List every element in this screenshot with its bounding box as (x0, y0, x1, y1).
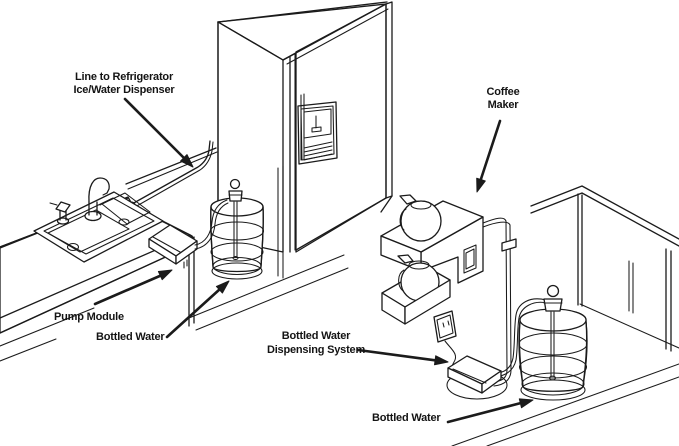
label-line-to-refrigerator: Line to Refrigerator Ice/Water Dispenser (49, 71, 199, 97)
label-line-to-refrigerator-line2: Ice/Water Dispenser (73, 84, 175, 96)
bottle-cap-left-icon (228, 178, 243, 202)
bottled-water-left-icon (209, 197, 265, 280)
refrigerator-icon (217, 1, 393, 253)
label-pump-module: Pump Module (54, 311, 124, 323)
table-icon (530, 185, 679, 352)
faucet-icon (84, 177, 112, 222)
coffee-supply-tube-icon (482, 217, 517, 387)
water-line-icon (125, 140, 218, 209)
label-coffee-maker-line1: Coffee (486, 86, 520, 98)
leader-arrows (93, 97, 534, 424)
dispensing-system-icon (446, 355, 508, 400)
pump-module-icon (148, 224, 198, 269)
label-line-to-refrigerator-line1: Line to Refrigerator (74, 71, 174, 83)
label-dispensing-system-line2: Dispensing System (266, 344, 366, 356)
sink-sprayer-icon (49, 201, 71, 225)
coffee-maker-icon (380, 194, 484, 325)
label-dispensing-system-line1: Bottled Water (281, 330, 351, 342)
label-bottled-water-right: Bottled Water (372, 412, 441, 424)
label-coffee-maker-line2: Maker (487, 99, 519, 111)
label-bottled-water-left: Bottled Water (96, 331, 165, 343)
label-dispensing-system: Bottled Water Dispensing System (256, 329, 376, 357)
bottled-water-right-icon (518, 308, 588, 401)
power-outlet-icon (433, 310, 457, 343)
sink-icon (33, 191, 164, 263)
pump-tube-icon (194, 199, 229, 250)
bottle-tube-icon (497, 298, 548, 377)
bottle-cap-right-icon (543, 284, 563, 312)
label-coffee-maker: Coffee Maker (468, 86, 538, 112)
floor-lines-icon (451, 363, 679, 446)
